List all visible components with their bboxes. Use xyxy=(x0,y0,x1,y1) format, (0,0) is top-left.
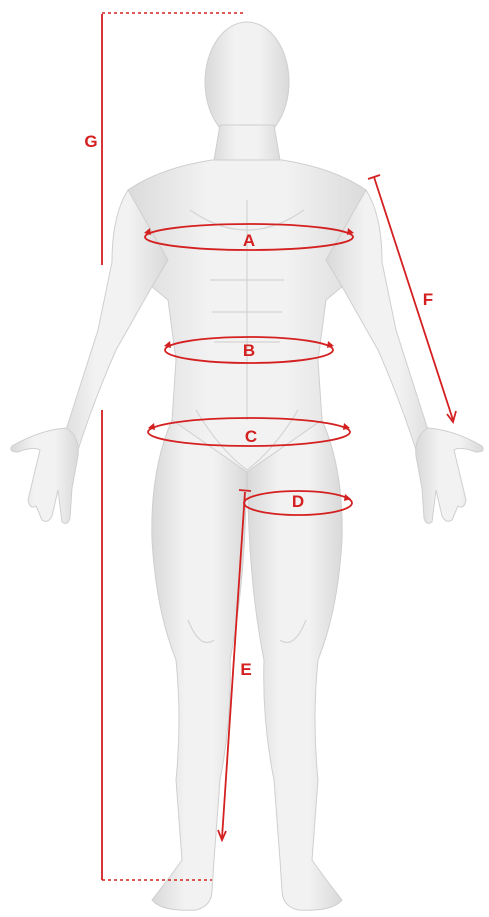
male-mannequin-figure xyxy=(11,22,483,910)
label-E: E xyxy=(240,660,251,679)
label-D: D xyxy=(292,492,304,511)
left-hand xyxy=(11,428,78,523)
right-hand xyxy=(416,428,483,523)
inseam-tick-top xyxy=(239,490,251,491)
label-G: G xyxy=(84,132,97,151)
label-C: C xyxy=(245,427,257,446)
label-F: F xyxy=(423,290,433,309)
label-B: B xyxy=(243,341,255,360)
label-A: A xyxy=(243,231,255,250)
head xyxy=(205,22,289,142)
